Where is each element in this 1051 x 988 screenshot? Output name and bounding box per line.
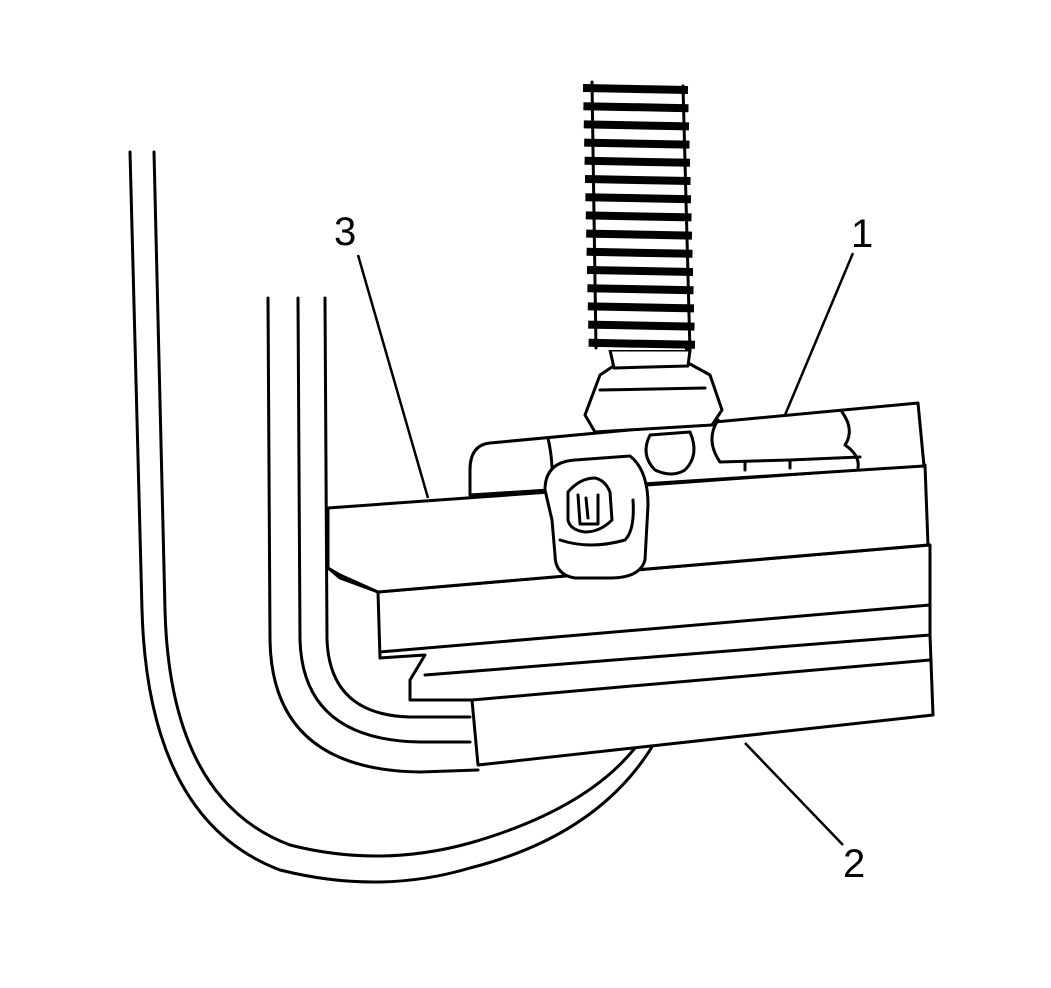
- grip-rib: [587, 284, 694, 295]
- grip-rib: [584, 138, 690, 149]
- leader-line-2: [744, 742, 844, 846]
- leader-lines: [356, 252, 855, 846]
- outer-body-panel: [128, 150, 657, 884]
- grip-rib: [583, 102, 689, 113]
- grip-rib: [584, 156, 691, 167]
- callout-2: 2: [843, 842, 865, 886]
- grip-rib: [582, 84, 689, 94]
- grip-rib: [588, 320, 695, 331]
- leader-line-1: [783, 252, 855, 416]
- grip-rib: [586, 247, 693, 258]
- grip-rib: [586, 266, 694, 276]
- tool-base: [583, 348, 724, 476]
- grip-rib: [588, 338, 696, 349]
- grip-rib: [586, 229, 693, 240]
- lower-rail: [376, 543, 935, 767]
- grip-rib: [585, 193, 692, 204]
- inner-panel-edge: [266, 296, 480, 774]
- retaining-clip: [543, 454, 650, 580]
- grip-rib: [585, 211, 692, 222]
- grip-rib: [587, 302, 695, 313]
- tool-grip: [582, 80, 696, 354]
- callout-1: 1: [851, 212, 873, 256]
- grip-rib: [583, 120, 690, 131]
- callout-3: 3: [334, 210, 356, 254]
- grip-rib: [584, 175, 691, 185]
- leader-line-3: [356, 254, 430, 499]
